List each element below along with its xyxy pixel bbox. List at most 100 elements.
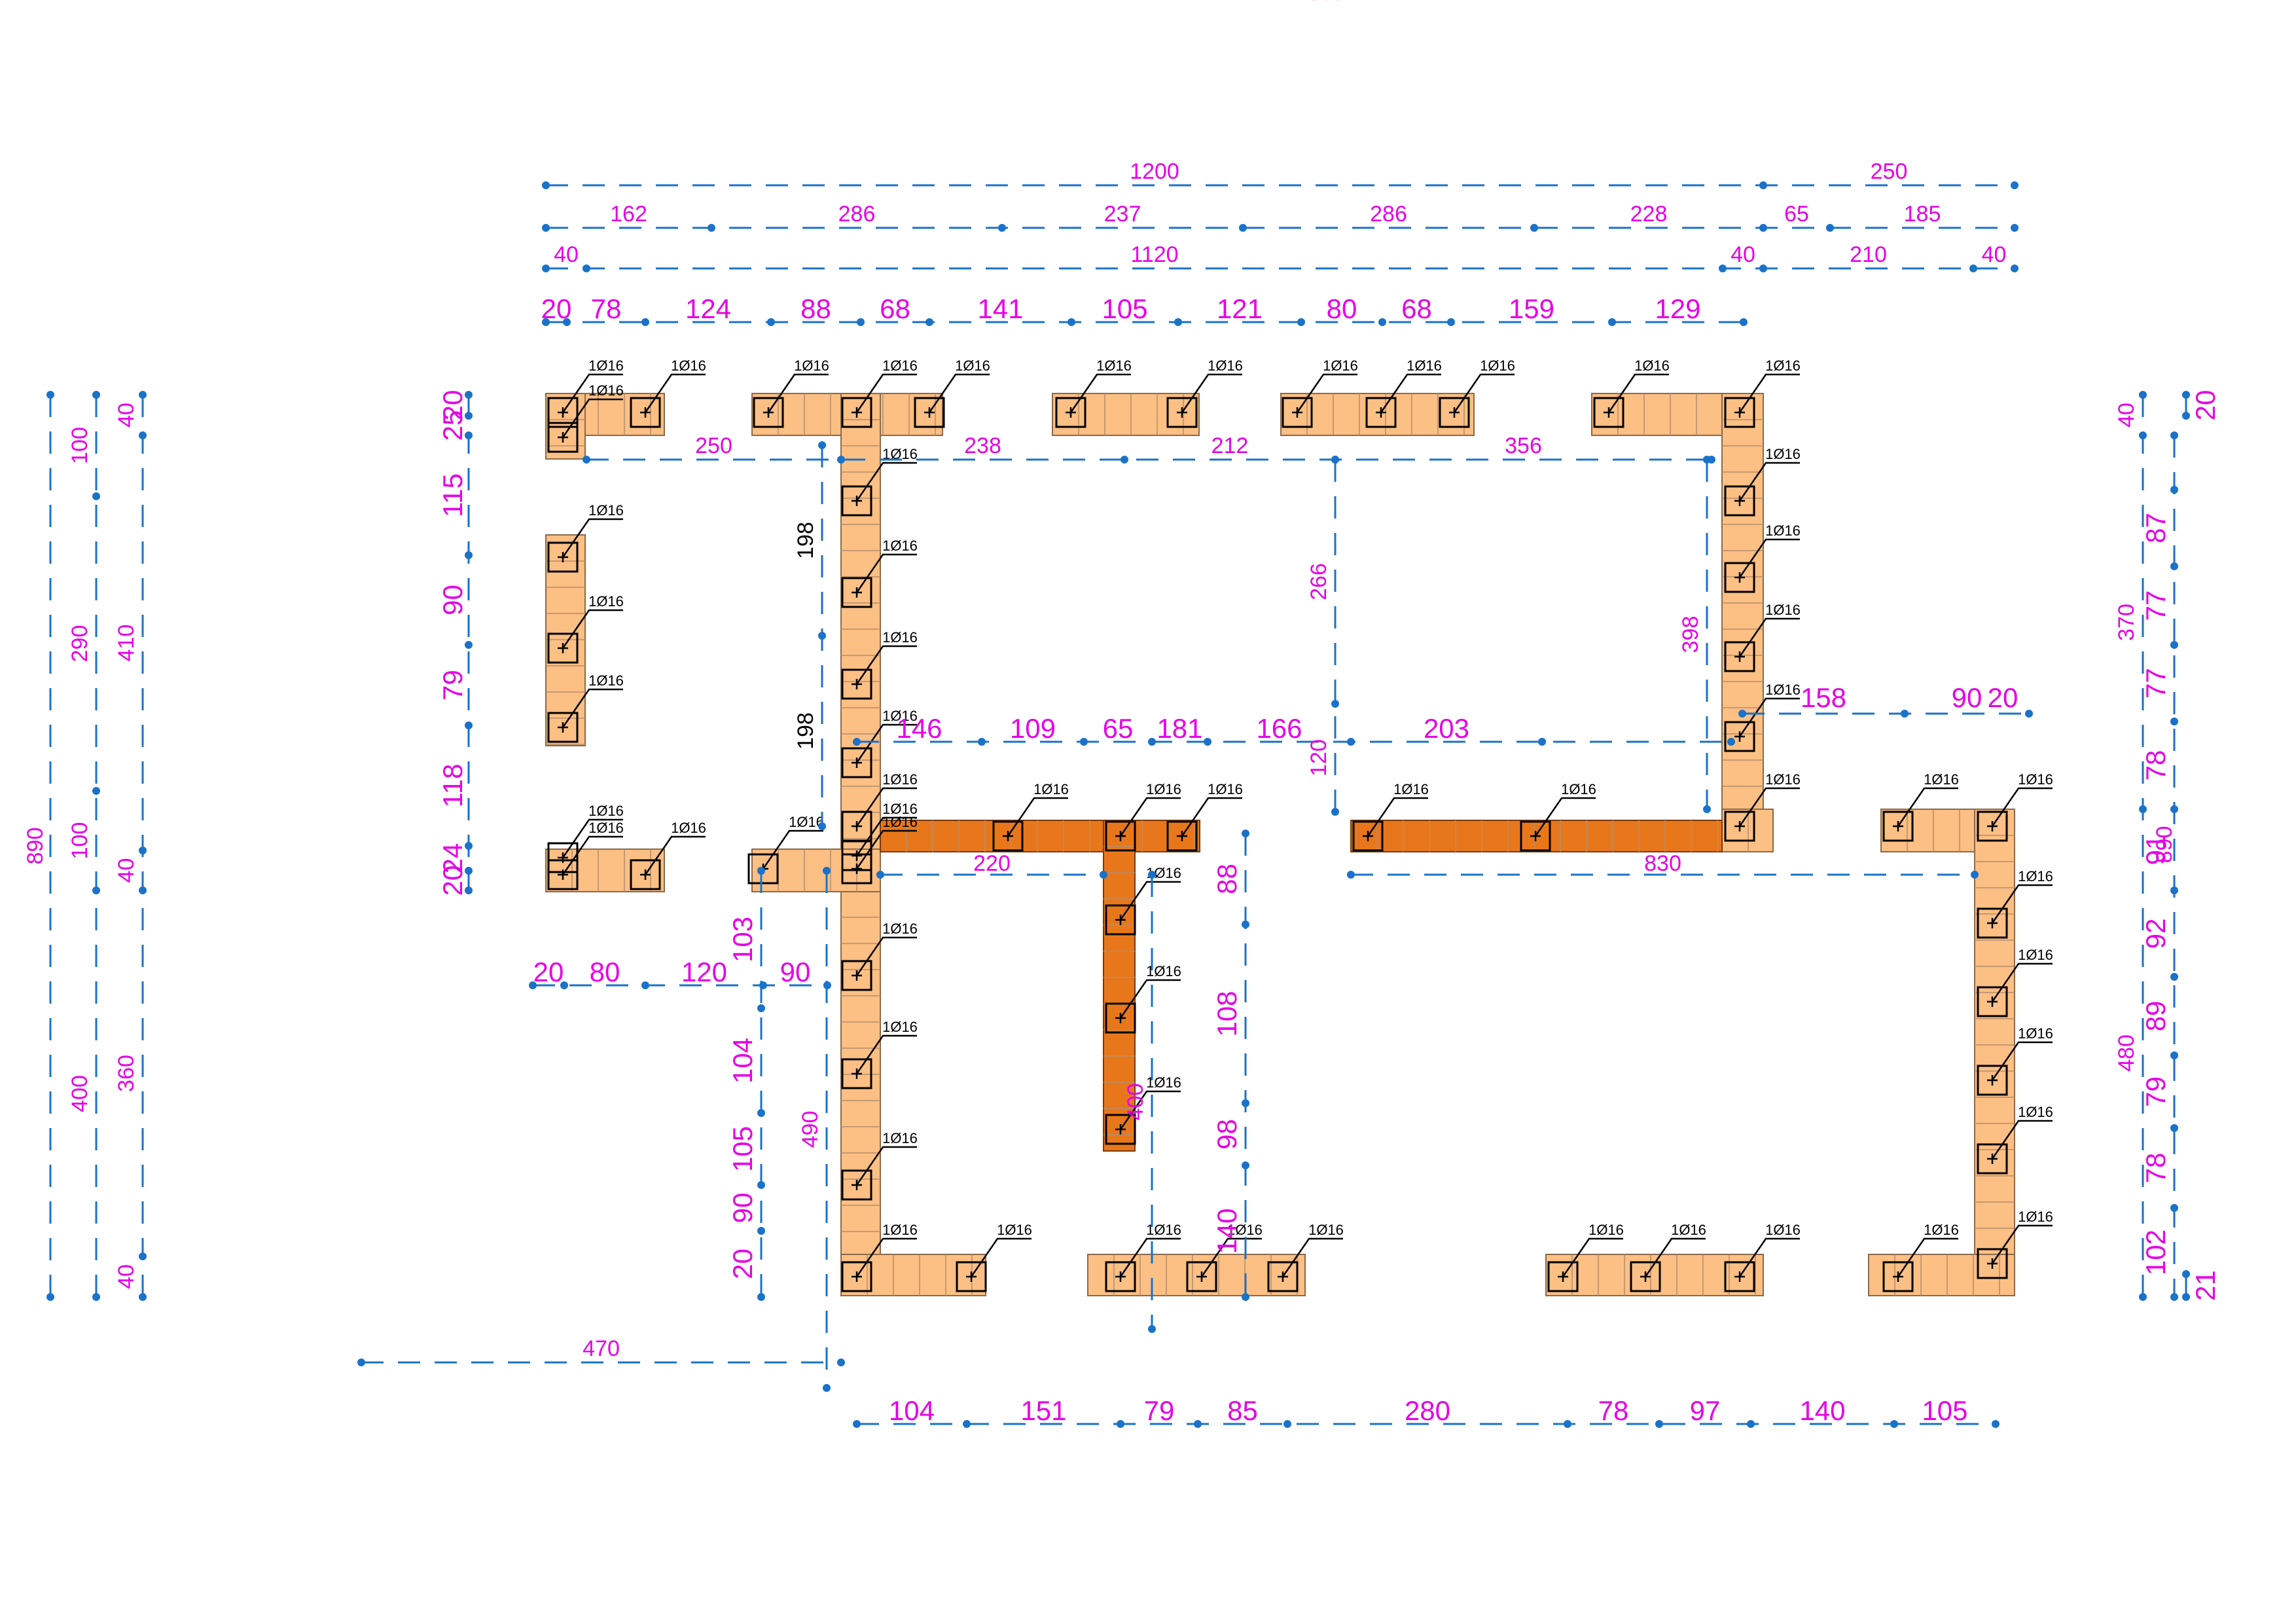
- dimension-label: 85: [1227, 1395, 1258, 1426]
- rebar-leader: [1119, 1090, 1181, 1130]
- rebar-marker: 1Ø16: [630, 820, 706, 890]
- rebar-leader: [1380, 373, 1441, 413]
- dimension-label: 166: [1256, 713, 1302, 744]
- rebar-outline: [1547, 1261, 1579, 1292]
- rebar-marker: 1Ø16: [1882, 771, 1959, 842]
- dimension-label: 140: [1211, 1208, 1242, 1254]
- dimension-tick: [2182, 391, 2190, 399]
- dimension-label: 100: [67, 822, 92, 860]
- rebar-label: 1Ø16: [1407, 357, 1442, 374]
- rebar-leader: [1007, 797, 1068, 837]
- rebar-label: 1Ø16: [1561, 781, 1596, 797]
- dimension-label: 830: [1644, 851, 1681, 876]
- dimension-tick: [2170, 718, 2178, 725]
- rebar-leader: [1897, 1237, 1958, 1277]
- rebar-marker: 1Ø16: [1977, 1104, 2053, 1175]
- rebar-label: 1Ø16: [2018, 1025, 2053, 1042]
- dimension-label: 480: [2114, 1034, 2139, 1072]
- dimension-tick: [2170, 562, 2178, 570]
- rebar-label: 1Ø16: [2018, 1104, 2053, 1120]
- dimension-tick: [542, 224, 550, 232]
- rebar-outline: [841, 1058, 872, 1089]
- dimension-tick: [92, 492, 100, 500]
- rebar-outline: [1724, 641, 1755, 672]
- rebar-label: 1Ø16: [1765, 771, 1801, 788]
- dimension-label: 40: [1731, 242, 1755, 267]
- rebar-marker: 1Ø16: [1365, 357, 1442, 428]
- rebar-outline: [1186, 1261, 1217, 1292]
- dimension-label: 290: [67, 625, 92, 663]
- rebar-outline: [1882, 811, 1914, 842]
- rebar-marker: 1Ø16: [841, 1019, 918, 1089]
- dimension-tick: [757, 1109, 765, 1117]
- dimension-label: 129: [1655, 293, 1700, 324]
- dimension-label: 410: [114, 625, 139, 662]
- dimension-tick: [1703, 456, 1711, 464]
- rebar-leader: [1897, 787, 1958, 827]
- dimension-label: 77: [2140, 591, 2171, 621]
- rebar-outline: [841, 577, 872, 608]
- dimension-label: 104: [889, 1395, 935, 1426]
- dimension-tick: [583, 264, 590, 272]
- rebar-leader: [562, 518, 623, 558]
- rebar-label: 1Ø16: [882, 814, 918, 830]
- rebar-label: 1Ø16: [794, 357, 829, 374]
- rebar-label: 1Ø16: [588, 593, 624, 610]
- rebar-label: 1Ø16: [588, 382, 624, 399]
- rebar-outline: [547, 422, 579, 453]
- dimension-tick: [1901, 710, 1909, 718]
- rebar-outline: [1977, 1065, 2008, 1096]
- rebar-leader: [1738, 787, 1800, 827]
- dimension-tick: [465, 867, 473, 875]
- wall-segment-highlight: [880, 820, 1200, 852]
- rebar-label: 1Ø16: [1765, 682, 1801, 698]
- rebar-leader: [970, 1237, 1031, 1277]
- rebar-marker: 1Ø16: [1352, 781, 1429, 852]
- rebar-label: 1Ø16: [1765, 602, 1801, 618]
- dimension-chain: 490: [798, 867, 831, 1392]
- dimension-tick: [46, 391, 54, 399]
- rebar-leader: [1991, 787, 2053, 827]
- rebar-outline: [841, 1169, 872, 1201]
- dimension-label: 118: [437, 764, 468, 808]
- rebar-leader: [855, 1237, 917, 1277]
- rebar-outline: [1267, 1261, 1299, 1292]
- dimension-label: 159: [1509, 293, 1554, 324]
- rebar-outline: [1977, 811, 2008, 842]
- dimension-label: 198: [793, 712, 818, 750]
- dimension-tick: [2139, 391, 2147, 399]
- dimension-tick: [2170, 805, 2178, 813]
- rebar-label: 1Ø16: [882, 1222, 918, 1238]
- wall-body: [1052, 393, 1200, 436]
- wall-segment: [1721, 393, 1764, 852]
- wall-body: [1545, 1254, 1764, 1296]
- dimension-tick: [1148, 1325, 1156, 1333]
- rebar-outline: [1439, 397, 1470, 428]
- dimension-tick: [1117, 1420, 1124, 1428]
- dimension-tick: [1747, 1420, 1755, 1428]
- rebar-marker: 1Ø16: [1520, 781, 1596, 852]
- dimension-tick: [1242, 1161, 1249, 1169]
- dimension-tick: [837, 456, 845, 464]
- wall-segment: [1052, 393, 1200, 436]
- rebar-label: 1Ø16: [671, 357, 706, 374]
- dimension-tick: [1242, 921, 1249, 928]
- rebar-marker: 1Ø16: [1267, 1222, 1344, 1292]
- rebar-leader: [928, 373, 990, 413]
- dimension-label: 158: [1801, 682, 1846, 713]
- dimension-label: 68: [880, 293, 910, 324]
- dimension-tick: [2139, 1293, 2147, 1301]
- rebar-marker: 1Ø16: [1977, 1025, 2053, 1096]
- rebar-label: 1Ø16: [1227, 1222, 1263, 1238]
- rebar-label: 1Ø16: [2018, 771, 2053, 788]
- dimension-tick: [2170, 486, 2178, 494]
- rebar-label: 1Ø16: [1765, 357, 1801, 374]
- dimension-label: 97: [1690, 1395, 1721, 1426]
- rebar-marker: 1Ø16: [1724, 1222, 1801, 1292]
